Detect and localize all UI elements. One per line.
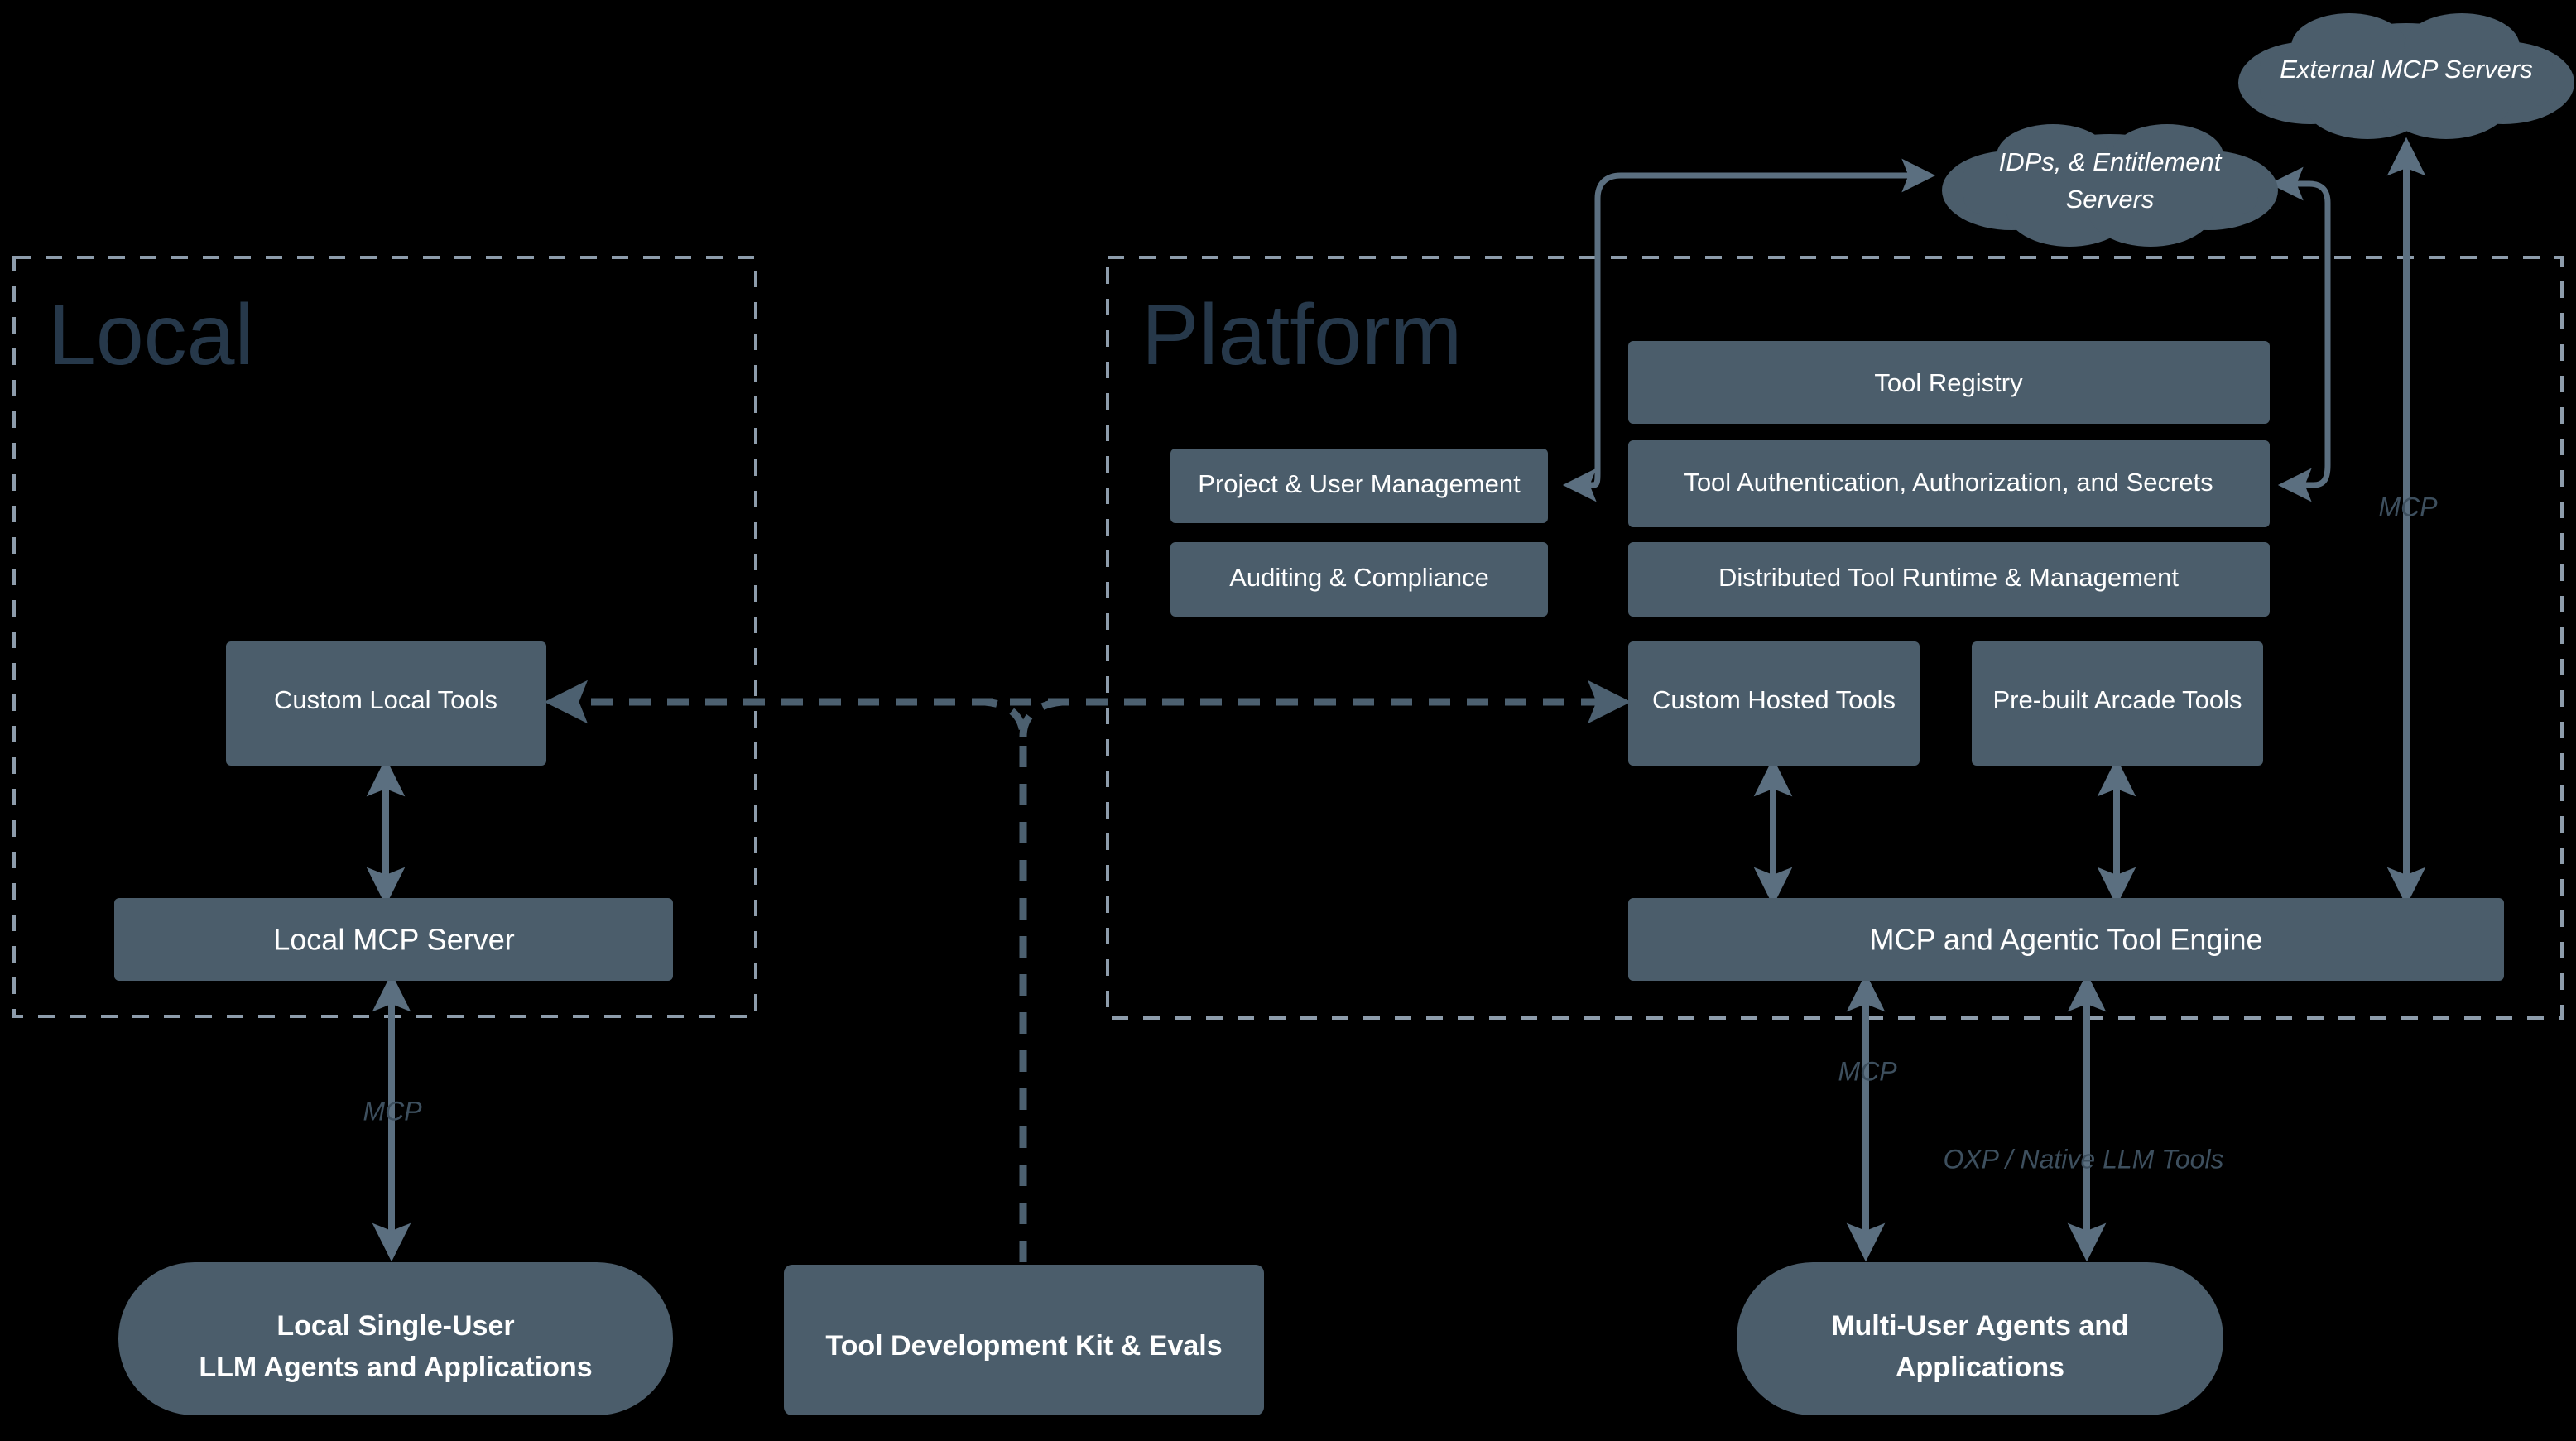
box-prebuilt-arcade-tools[interactable]: Pre-built Arcade Tools bbox=[1972, 641, 2263, 766]
box-tool-development-kit-label: Tool Development Kit & Evals bbox=[825, 1330, 1222, 1362]
box-custom-local-tools-label: Custom Local Tools bbox=[274, 685, 497, 714]
edge-label-mcp-external: MCP bbox=[2378, 492, 2438, 521]
cloud-idps-entitlement-servers[interactable]: IDPs, & Entitlement Servers bbox=[1942, 124, 2278, 247]
box-tool-authentication[interactable]: Tool Authentication, Authorization, and … bbox=[1628, 440, 2270, 527]
edge-project-user-to-idps bbox=[1562, 158, 1936, 502]
box-tool-development-kit[interactable]: Tool Development Kit & Evals bbox=[784, 1265, 1264, 1415]
box-mcp-agentic-tool-engine[interactable]: MCP and Agentic Tool Engine bbox=[1628, 898, 2504, 981]
box-project-user-management[interactable]: Project & User Management bbox=[1170, 449, 1548, 523]
cloud-external-mcp-servers-label: External MCP Servers bbox=[2280, 55, 2533, 84]
box-local-single-user-agents[interactable]: Local Single-User LLM Agents and Applica… bbox=[118, 1262, 673, 1415]
cloud-external-mcp-servers[interactable]: External MCP Servers bbox=[2238, 13, 2574, 139]
box-custom-hosted-tools-label: Custom Hosted Tools bbox=[1652, 685, 1896, 714]
edge-label-mcp-local: MCP bbox=[363, 1096, 422, 1126]
box-local-mcp-server-label: Local MCP Server bbox=[273, 923, 514, 957]
cloud-idps-entitlement-servers-line1: IDPs, & Entitlement bbox=[1999, 147, 2223, 176]
box-auditing-compliance-label: Auditing & Compliance bbox=[1229, 563, 1489, 592]
box-tool-registry-label: Tool Registry bbox=[1874, 368, 2023, 397]
box-local-mcp-server[interactable]: Local MCP Server bbox=[114, 898, 673, 981]
edge-label-oxp-native-llm-tools: OXP / Native LLM Tools bbox=[1943, 1144, 2223, 1174]
box-custom-hosted-tools[interactable]: Custom Hosted Tools bbox=[1628, 641, 1920, 766]
box-distributed-tool-runtime-label: Distributed Tool Runtime & Management bbox=[1718, 563, 2179, 592]
edge-tool-dev-kit-branch-right bbox=[1019, 698, 1063, 737]
box-prebuilt-arcade-tools-label: Pre-built Arcade Tools bbox=[1993, 685, 2242, 714]
box-multi-user-agents-line1: Multi-User Agents and bbox=[1831, 1310, 2129, 1342]
edge-tool-dev-kit-branch bbox=[984, 698, 1027, 1262]
box-multi-user-agents[interactable]: Multi-User Agents and Applications bbox=[1737, 1262, 2223, 1415]
cloud-idps-entitlement-servers-line2: Servers bbox=[2066, 185, 2155, 214]
box-tool-authentication-label: Tool Authentication, Authorization, and … bbox=[1684, 468, 2213, 497]
zone-label-platform: Platform bbox=[1141, 287, 1462, 383]
box-custom-local-tools[interactable]: Custom Local Tools bbox=[226, 641, 546, 766]
edge-label-mcp-platform-agents: MCP bbox=[1838, 1056, 1897, 1086]
box-local-single-user-agents-line2: LLM Agents and Applications bbox=[199, 1352, 592, 1383]
box-multi-user-agents-line2: Applications bbox=[1896, 1352, 2064, 1383]
box-local-single-user-agents-line1: Local Single-User bbox=[276, 1310, 514, 1342]
zone-label-local: Local bbox=[48, 287, 254, 383]
box-mcp-agentic-tool-engine-label: MCP and Agentic Tool Engine bbox=[1870, 923, 2263, 957]
box-tool-registry[interactable]: Tool Registry bbox=[1628, 341, 2270, 424]
edge-tool-auth-to-idps bbox=[2269, 166, 2331, 502]
box-auditing-compliance[interactable]: Auditing & Compliance bbox=[1170, 542, 1548, 617]
box-project-user-management-label: Project & User Management bbox=[1198, 469, 1521, 498]
box-distributed-tool-runtime[interactable]: Distributed Tool Runtime & Management bbox=[1628, 542, 2270, 617]
